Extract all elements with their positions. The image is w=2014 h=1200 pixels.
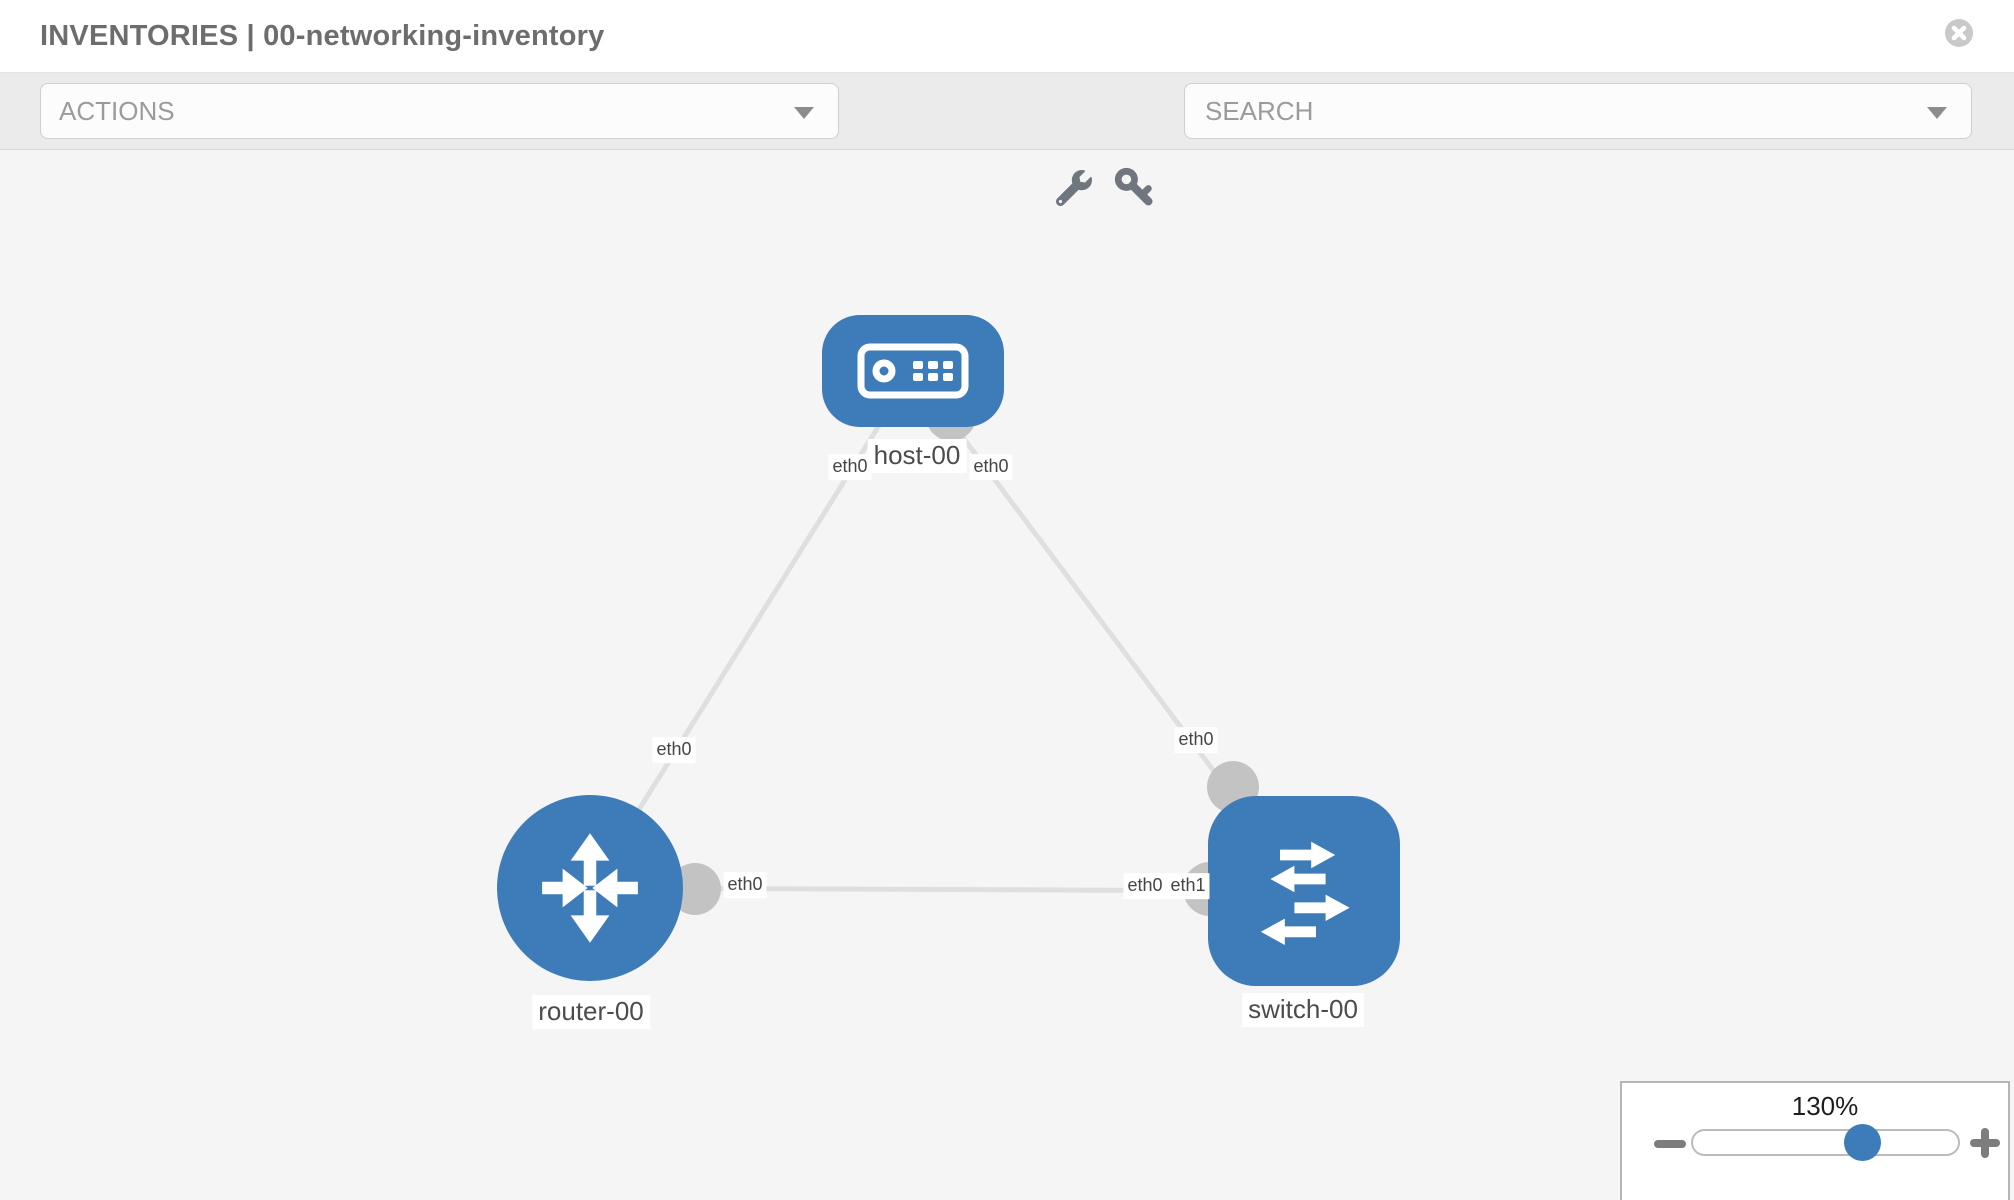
zoom-in-button[interactable] (1969, 1127, 2001, 1159)
switch-icon (1260, 841, 1350, 945)
node-switch-00[interactable] (1208, 796, 1400, 986)
chevron-down-icon (1927, 107, 1947, 119)
interface-label: eth0 (1123, 873, 1167, 899)
node-label-router-00: router-00 (532, 995, 650, 1029)
search-dropdown[interactable] (1184, 83, 1972, 139)
zoom-panel: 130% (1620, 1081, 2010, 1200)
key-button[interactable] (1112, 165, 1158, 216)
toolbar: ACTIONS (0, 73, 2014, 207)
topology-edges (587, 369, 1306, 916)
interface-label: eth0 (969, 454, 1013, 480)
close-icon (1945, 19, 1973, 50)
wrench-button[interactable] (1055, 170, 1092, 211)
actions-dropdown[interactable]: ACTIONS (40, 83, 839, 139)
minus-icon (1654, 1140, 1686, 1148)
actions-dropdown-label: ACTIONS (59, 95, 175, 126)
plus-icon (1981, 1128, 1989, 1158)
close-button[interactable] (1945, 19, 1973, 47)
router-icon (542, 833, 638, 943)
chevron-down-icon (794, 107, 814, 119)
node-label-switch-00: switch-00 (1242, 993, 1364, 1027)
host-icon (857, 343, 969, 399)
search-input[interactable] (1203, 94, 1897, 128)
interface-label: eth0 (723, 872, 767, 898)
wrench-icon (1055, 170, 1092, 210)
interface-label: eth0 (652, 737, 696, 763)
zoom-slider-handle[interactable] (1844, 1124, 1881, 1161)
interface-label: eth1 (1166, 873, 1210, 899)
key-icon (1112, 167, 1158, 215)
node-label-host-00: host-00 (867, 439, 967, 473)
header: INVENTORIES | 00-networking-inventory (0, 0, 2014, 73)
page-title: INVENTORIES | 00-networking-inventory (40, 19, 605, 52)
zoom-out-button[interactable] (1652, 1130, 1688, 1158)
interface-label: eth0 (828, 454, 872, 480)
node-host-00[interactable] (822, 315, 1004, 427)
zoom-value: 130% (1791, 1091, 1859, 1121)
interface-label: eth0 (1174, 727, 1218, 753)
node-router-00[interactable] (497, 795, 683, 981)
zoom-slider-track[interactable] (1691, 1129, 1960, 1156)
